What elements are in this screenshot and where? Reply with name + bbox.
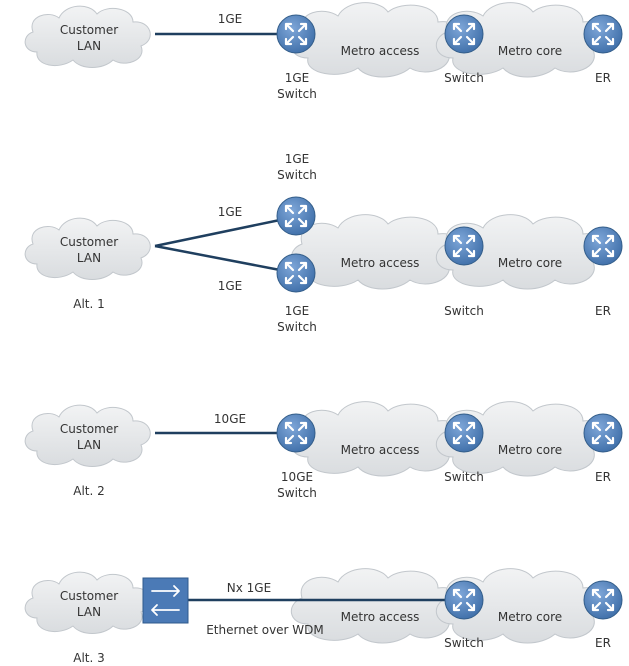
- router-icon: [275, 412, 317, 454]
- switch-label: Switch: [444, 636, 484, 650]
- router-icon: [275, 252, 317, 294]
- link-1ge-bottom: [154, 244, 281, 272]
- link-label: 1GE: [218, 12, 243, 26]
- scenario-alt-1: 1GE Switch Customer LAN 1GE 1GE Metro ac…: [24, 152, 624, 334]
- customer-lan-label-line1: Customer: [60, 23, 118, 37]
- metro-access-cloud: [290, 401, 462, 477]
- metro-access-cloud: [290, 2, 462, 78]
- switch-top-label-line1: 1GE: [285, 152, 310, 166]
- router-icon: [443, 225, 485, 267]
- wdm-switch-icon: [142, 577, 189, 624]
- metro-core-label: Metro core: [498, 443, 562, 457]
- scenario-alt-2: Customer LAN 10GE Metro access Metro cor…: [24, 401, 624, 500]
- metro-access-cloud: [290, 214, 462, 290]
- er-label: ER: [595, 636, 611, 650]
- customer-lan-label-line2: LAN: [77, 605, 101, 619]
- router-icon: [275, 195, 317, 237]
- router-icon: [582, 579, 624, 621]
- switch-label: Switch: [444, 304, 484, 318]
- er-label: ER: [595, 71, 611, 85]
- link-1ge-top: [154, 218, 281, 248]
- scenario-alt-3: Customer LAN Metro access Metro core Nx …: [24, 568, 624, 665]
- switch-label-line1: 1GE: [285, 71, 310, 85]
- router-icon: [443, 412, 485, 454]
- switch-label-line2: Switch: [277, 486, 317, 500]
- switch-label-line1: 10GE: [281, 470, 313, 484]
- metro-access-label: Metro access: [341, 256, 420, 270]
- customer-lan-label-line1: Customer: [60, 589, 118, 603]
- link-bottom-label: 1GE: [218, 279, 243, 293]
- link-label: Nx 1GE: [227, 581, 271, 595]
- customer-lan-label-line2: LAN: [77, 251, 101, 265]
- metro-access-label: Metro access: [341, 44, 420, 58]
- router-icon: [443, 579, 485, 621]
- switch-label-line2: Switch: [277, 87, 317, 101]
- switch-label: Switch: [444, 470, 484, 484]
- scenario-1: Customer LAN 1GE Metro access Metro core…: [24, 2, 624, 101]
- metro-core-label: Metro core: [498, 610, 562, 624]
- customer-lan-label-line1: Customer: [60, 422, 118, 436]
- switch-label: Switch: [444, 71, 484, 85]
- switch-bottom-label-line2: Switch: [277, 320, 317, 334]
- alt-label: Alt. 2: [73, 484, 105, 498]
- switch-bottom-label-line1: 1GE: [285, 304, 310, 318]
- er-label: ER: [595, 304, 611, 318]
- link-label: 10GE: [214, 412, 246, 426]
- customer-lan-label-line2: LAN: [77, 39, 101, 53]
- metro-core-label: Metro core: [498, 44, 562, 58]
- alt-label: Alt. 1: [73, 297, 105, 311]
- customer-lan-label-line1: Customer: [60, 235, 118, 249]
- metro-access-label: Metro access: [341, 610, 420, 624]
- router-icon: [582, 13, 624, 55]
- metro-access-label: Metro access: [341, 443, 420, 457]
- alt-label: Alt. 3: [73, 651, 105, 665]
- metro-core-label: Metro core: [498, 256, 562, 270]
- link-sub-label: Ethernet over WDM: [206, 623, 324, 637]
- router-icon: [443, 13, 485, 55]
- router-icon: [275, 13, 317, 55]
- router-icon: [582, 225, 624, 267]
- customer-lan-label-line2: LAN: [77, 438, 101, 452]
- er-label: ER: [595, 470, 611, 484]
- switch-top-label-line2: Switch: [277, 168, 317, 182]
- link-top-label: 1GE: [218, 205, 243, 219]
- router-icon: [582, 412, 624, 454]
